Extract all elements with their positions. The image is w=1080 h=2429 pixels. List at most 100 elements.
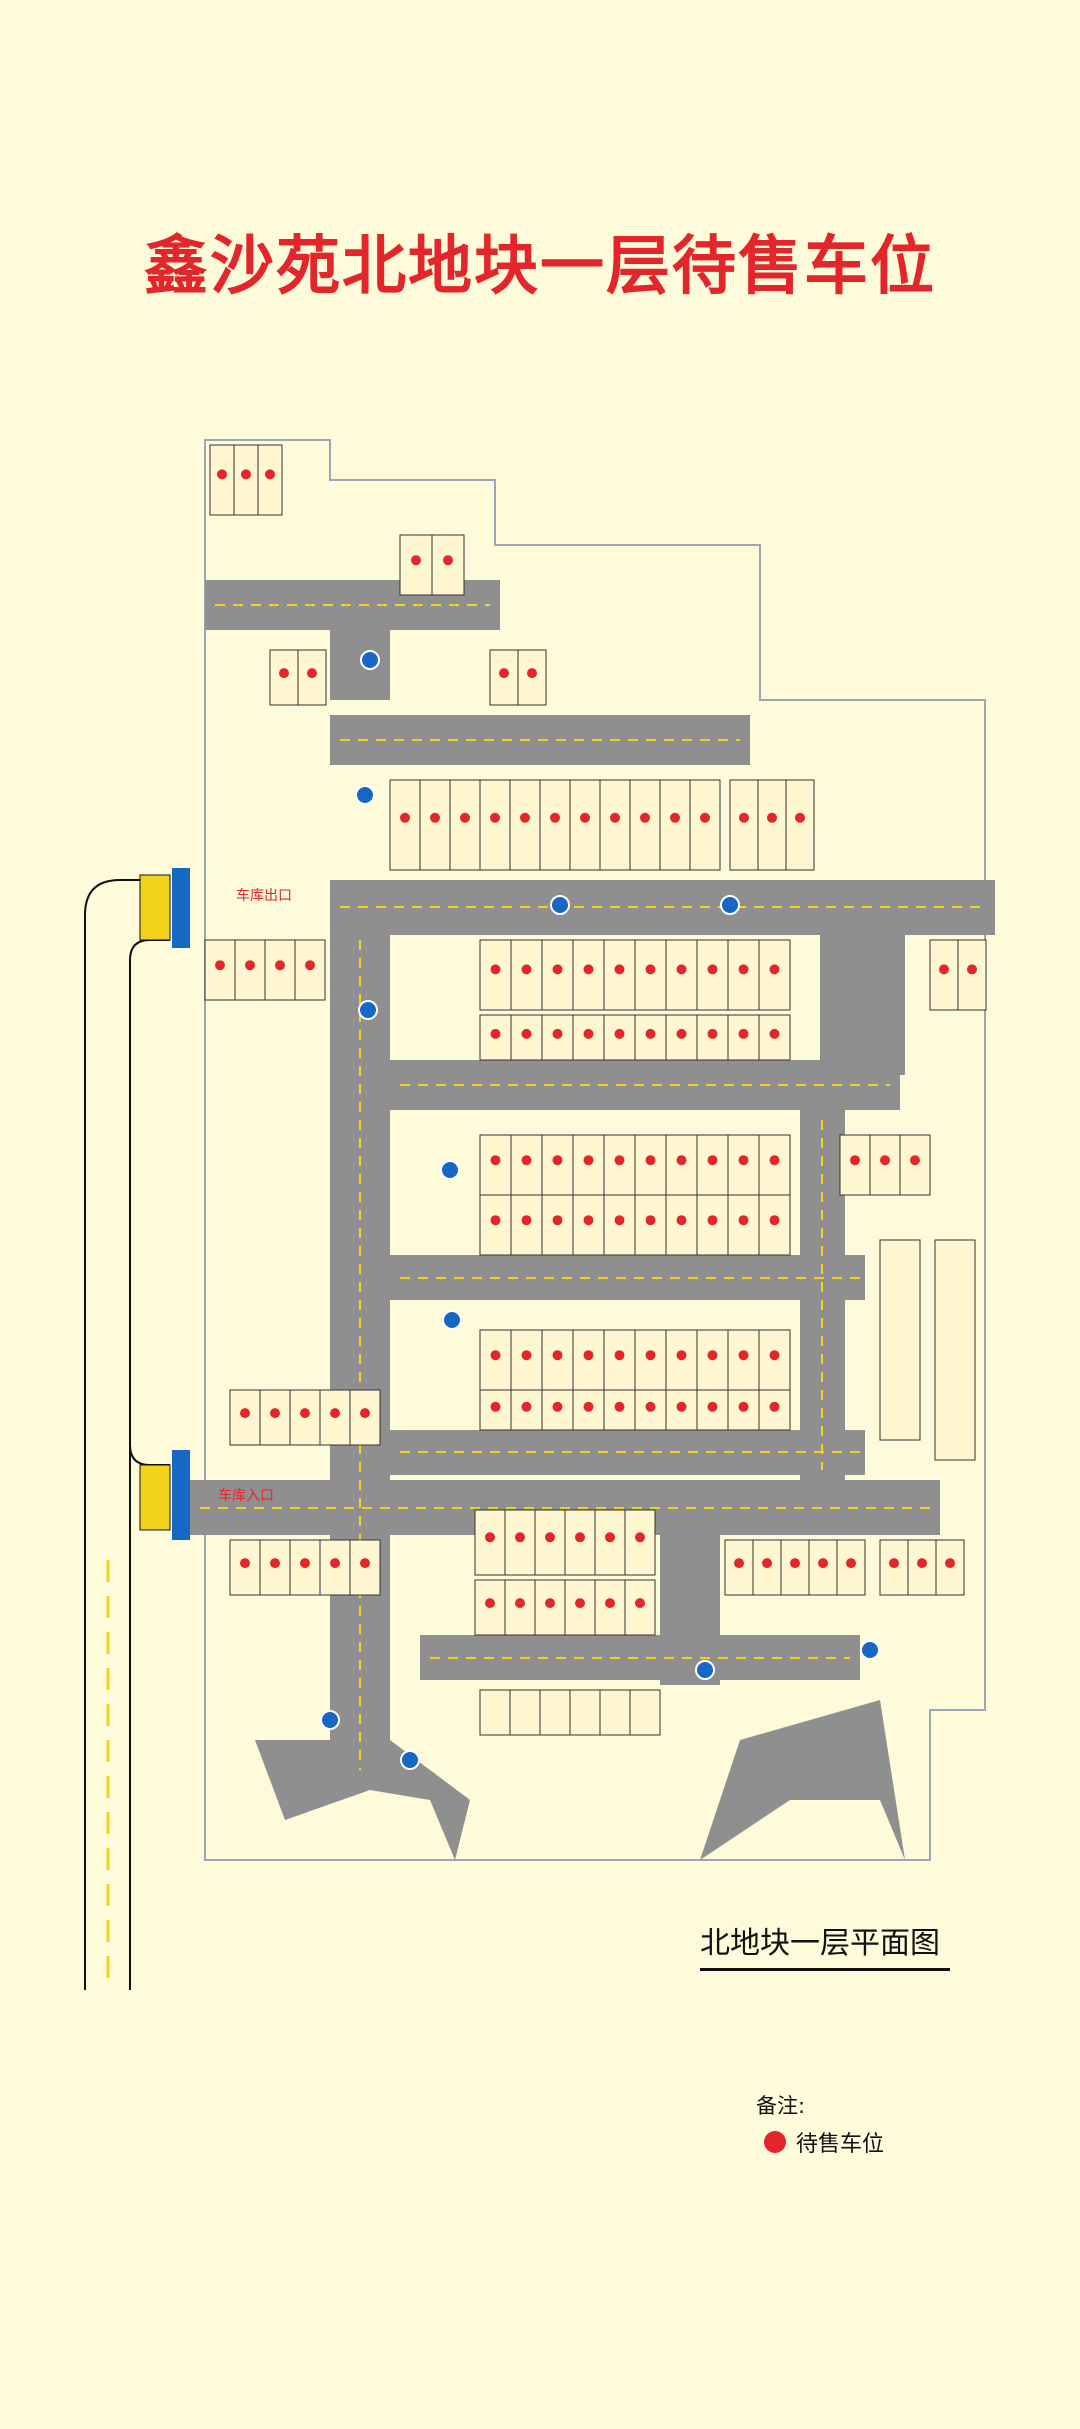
for-sale-dot	[945, 1558, 955, 1569]
parking-stall	[474, 1509, 506, 1576]
for-sale-dot	[552, 1215, 563, 1226]
for-sale-dot	[734, 1558, 744, 1569]
for-sale-dot	[490, 1155, 501, 1166]
for-sale-dot	[583, 1155, 594, 1166]
parking-stall	[879, 1239, 921, 1441]
parking-stalls	[204, 444, 987, 1736]
for-sale-dot	[762, 1558, 772, 1569]
for-sale-dot	[614, 1215, 625, 1226]
plan-name: 北地块一层平面图	[700, 1918, 950, 1971]
for-sale-dot	[275, 960, 285, 971]
for-sale-dot	[707, 1155, 718, 1166]
direction-sign-icon	[550, 895, 570, 915]
for-sale-dot	[645, 1350, 656, 1361]
for-sale-dot	[575, 1532, 585, 1543]
for-sale-dot	[552, 1028, 563, 1039]
for-sale-dot	[545, 1532, 555, 1543]
for-sale-dot	[521, 1215, 532, 1226]
for-sale-dot	[245, 960, 255, 971]
for-sale-dot	[676, 1350, 687, 1361]
for-sale-dot	[279, 668, 289, 679]
for-sale-dot	[300, 1408, 310, 1419]
for-sale-dot	[738, 1155, 749, 1166]
for-sale-dot	[889, 1558, 899, 1569]
for-sale-dot	[485, 1598, 495, 1609]
building-outline	[204, 439, 986, 1861]
for-sale-dot	[769, 1401, 780, 1412]
direction-sign-icon	[360, 650, 380, 670]
for-sale-dot	[769, 1155, 780, 1166]
parking-stall	[569, 779, 601, 871]
parking-stall	[509, 779, 541, 871]
for-sale-dot	[707, 1350, 718, 1361]
for-sale-dot	[575, 1598, 585, 1609]
for-sale-dot	[676, 1155, 687, 1166]
for-sale-dot	[645, 1215, 656, 1226]
for-sale-dot	[610, 812, 620, 823]
direction-sign-icon	[442, 1310, 462, 1330]
parking-stall	[629, 1689, 661, 1736]
for-sale-dot	[818, 1558, 828, 1569]
for-sale-dot	[360, 1408, 370, 1419]
for-sale-dot	[645, 1155, 656, 1166]
for-sale-dot	[240, 1558, 250, 1569]
for-sale-dot	[330, 1408, 340, 1419]
for-sale-dot	[769, 1350, 780, 1361]
for-sale-dot	[910, 1155, 920, 1166]
for-sale-dot	[215, 960, 225, 971]
legend-item: 待售车位	[764, 2126, 884, 2158]
for-sale-dot	[795, 812, 805, 823]
for-sale-dot	[330, 1558, 340, 1569]
for-sale-dot	[521, 1028, 532, 1039]
parking-stall	[696, 1389, 729, 1431]
for-sale-dot	[460, 812, 470, 823]
parking-stall	[752, 1539, 782, 1596]
direction-sign-icon	[440, 1160, 460, 1180]
for-sale-dot	[676, 1401, 687, 1412]
parking-stall	[479, 779, 511, 871]
parking-stall	[659, 779, 691, 871]
exit-gate	[139, 874, 171, 941]
for-sale-dot	[515, 1598, 525, 1609]
direction-sign-icon	[695, 1660, 715, 1680]
for-sale-dot	[790, 1558, 800, 1569]
for-sale-dot	[738, 1215, 749, 1226]
for-sale-dot	[490, 1401, 501, 1412]
parking-stall	[758, 939, 791, 1011]
for-sale-dot	[485, 1532, 495, 1543]
outer-road-line	[129, 1444, 170, 1466]
parking-stall	[785, 779, 815, 871]
for-sale-dot	[738, 1401, 749, 1412]
for-sale-dot	[430, 812, 440, 823]
direction-signs	[320, 650, 880, 1770]
for-sale-dot	[552, 1155, 563, 1166]
for-sale-dot	[411, 555, 421, 566]
parking-stall	[259, 1389, 291, 1446]
for-sale-dot	[767, 812, 777, 823]
for-sale-dot	[527, 668, 537, 679]
outer-road-line	[84, 879, 170, 1990]
page-title: 鑫沙苑北地块一层待售车位	[144, 230, 936, 304]
exit-sign-icon	[172, 868, 190, 948]
for-sale-dot	[614, 1350, 625, 1361]
for-sale-dot	[360, 1558, 370, 1569]
for-sale-dot	[635, 1532, 645, 1543]
for-sale-dot	[645, 964, 656, 975]
for-sale-dot	[707, 1215, 718, 1226]
for-sale-dot	[614, 1028, 625, 1039]
for-sale-dot	[640, 812, 650, 823]
for-sale-dot	[850, 1155, 860, 1166]
parking-stall	[539, 779, 571, 871]
legend-heading: 备注:	[756, 2094, 806, 2118]
parking-stall	[935, 1539, 965, 1596]
parking-stall	[233, 444, 259, 516]
for-sale-dot	[917, 1558, 927, 1569]
parking-stall	[727, 939, 760, 1011]
direction-sign-icon	[355, 785, 375, 805]
parking-stall	[479, 939, 512, 1011]
parking-stall	[569, 1689, 601, 1736]
parking-stall	[957, 939, 987, 1011]
parking-stall	[479, 1689, 511, 1736]
direction-sign-icon	[358, 1000, 378, 1020]
parking-stall	[419, 779, 451, 871]
